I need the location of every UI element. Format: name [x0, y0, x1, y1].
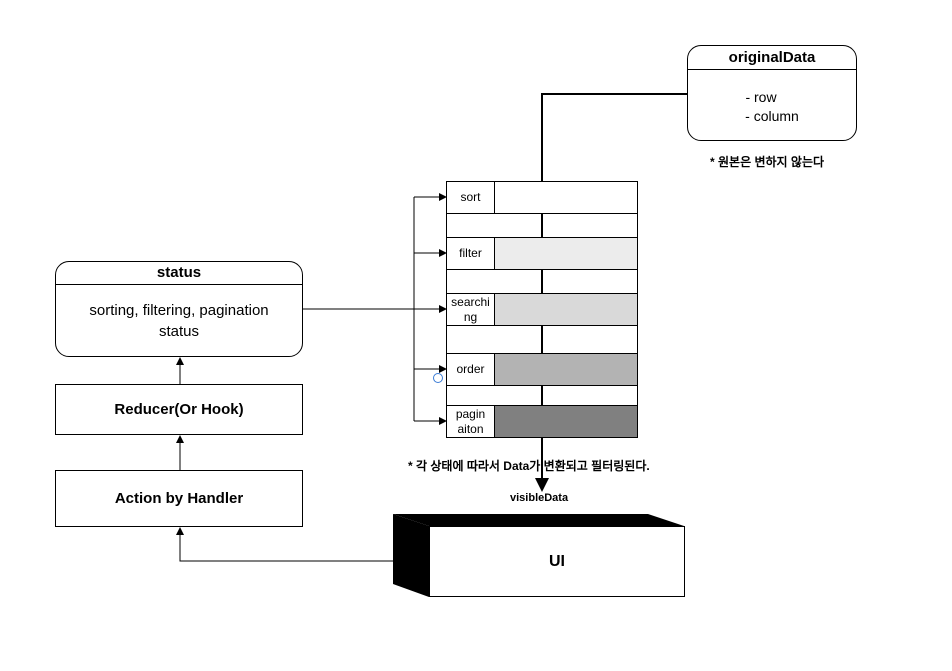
original-data-title: originalData — [688, 46, 856, 70]
status-box: status sorting, filtering, pagination st… — [55, 261, 303, 357]
ui-label: UI — [549, 552, 565, 570]
ui-block-top-face — [393, 514, 684, 526]
step-fill-pagination — [494, 405, 638, 438]
step-fill-sort — [494, 181, 638, 214]
reducer-box: Reducer(Or Hook) — [55, 384, 303, 435]
step-fill-filter — [494, 237, 638, 270]
ui-block: UI — [429, 526, 685, 597]
status-line-2: status — [158, 323, 200, 340]
status-line-1: sorting, filtering, pagination — [89, 302, 269, 319]
step-fill-searching — [494, 293, 638, 326]
ui-to-action-arrow — [176, 527, 412, 562]
pipeline-gap-2 — [446, 269, 638, 294]
pipeline-gap-4 — [446, 385, 638, 406]
action-label: Action by Handler — [114, 490, 244, 507]
step-label-sort: sort — [446, 181, 495, 214]
status-title: status — [56, 262, 302, 285]
ui-block-side-face — [393, 514, 429, 597]
original-data-note: * 원본은 변하지 않는다 — [710, 155, 825, 169]
reducer-label: Reducer(Or Hook) — [114, 401, 244, 418]
original-data-row: - row — [745, 89, 777, 105]
step-label-order: order — [446, 353, 495, 386]
pipeline-gap-3 — [446, 325, 638, 354]
action-box: Action by Handler — [55, 470, 303, 527]
step-label-filter: filter — [446, 237, 495, 270]
visible-data-label: visibleData — [510, 492, 569, 504]
pipeline-gap-1 — [446, 213, 638, 238]
pipeline-note: * 각 상태에 따라서 Data가 변환되고 필터링된다. — [408, 459, 650, 473]
connection-point — [433, 373, 443, 383]
original-data-box: originalData - row - column — [687, 45, 857, 141]
step-fill-order — [494, 353, 638, 386]
original-data-column: - column — [745, 108, 799, 124]
